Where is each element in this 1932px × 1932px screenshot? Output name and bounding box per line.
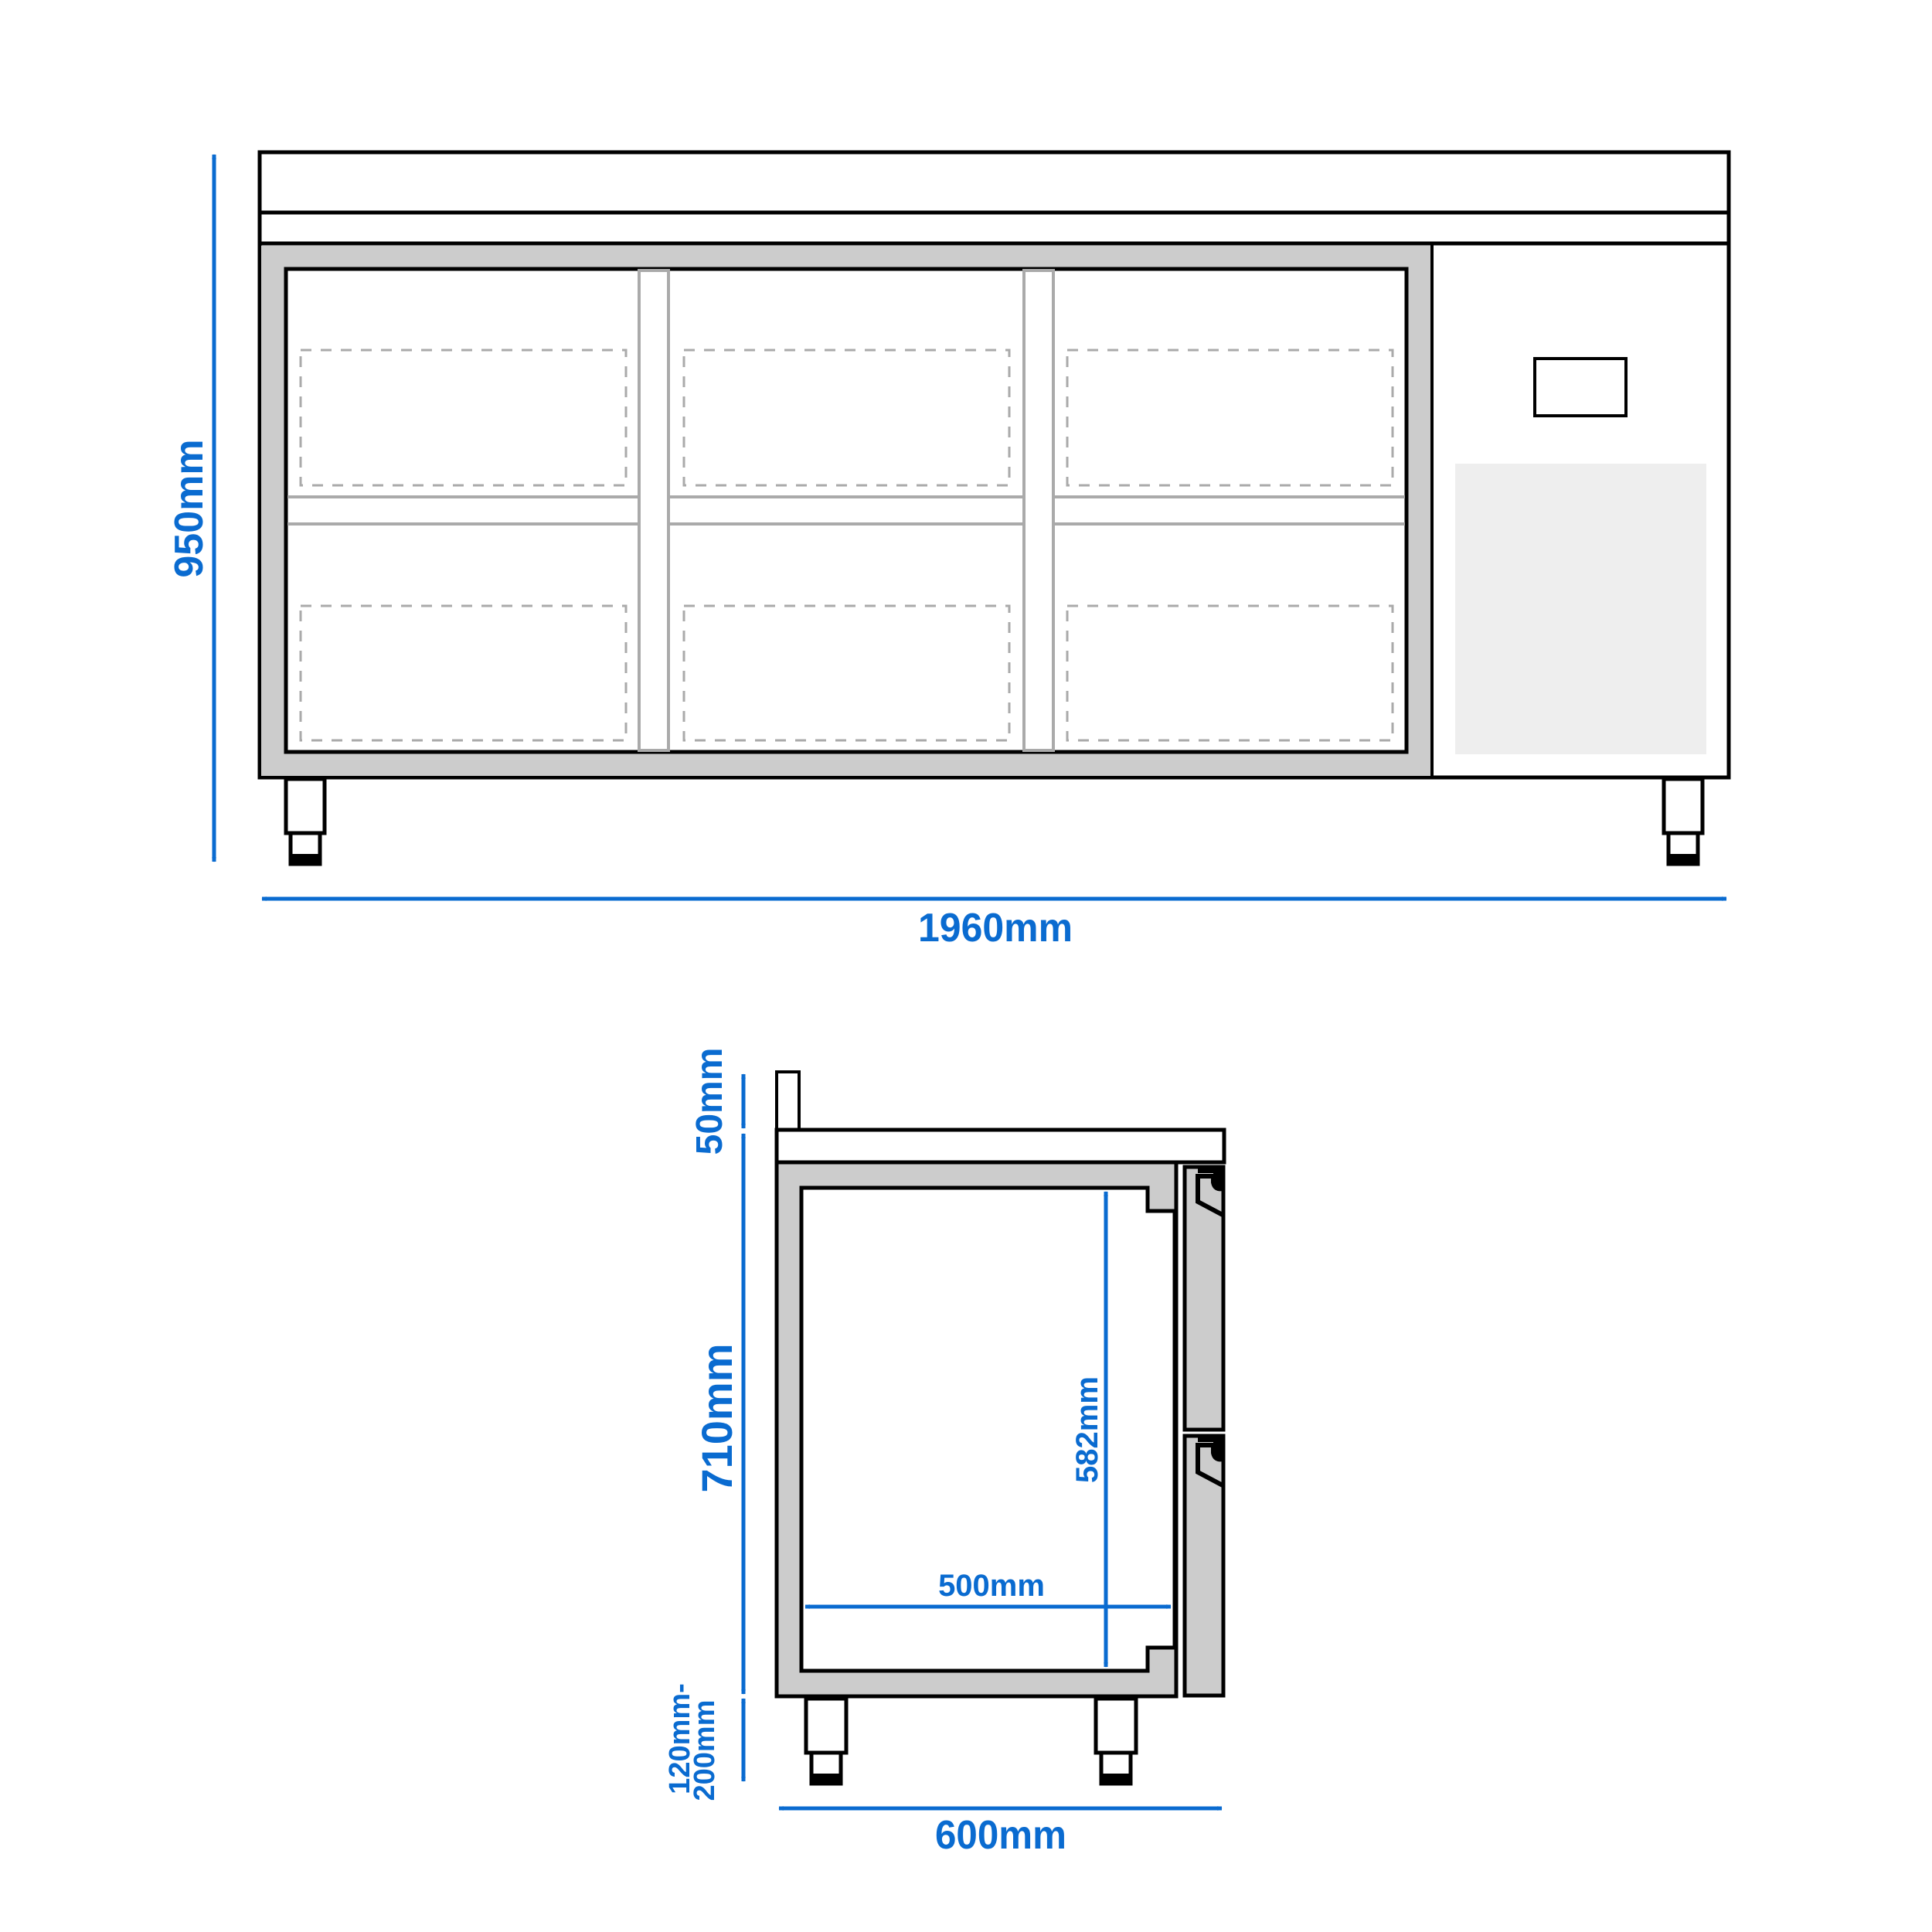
body-height-label: 710mm (692, 1343, 741, 1492)
leg-height-label-line1: 120mm- (664, 1683, 696, 1794)
container-top-2 (682, 349, 1011, 487)
front-worktop (257, 150, 1731, 215)
backsplash-label: 50mm (689, 1048, 730, 1155)
container-bottom-3 (1066, 604, 1394, 742)
front-leg-right (1662, 777, 1705, 866)
drawer-lower (1182, 1434, 1226, 1698)
side-leg-back (1094, 1696, 1138, 1786)
side-worktop (774, 1128, 1226, 1165)
depth-label: 600mm (935, 1813, 1066, 1858)
drawer-upper (1182, 1165, 1226, 1432)
front-view: 950mm 1960mm (167, 150, 1731, 951)
ventilation-grille (1455, 464, 1706, 754)
shelf-bands (287, 495, 1405, 526)
container-top-1 (299, 349, 628, 487)
side-backsplash (775, 1070, 801, 1131)
side-inner-cavity (799, 1185, 1177, 1673)
front-height-label: 950mm (167, 439, 212, 577)
front-band (257, 210, 1731, 246)
container-top-3 (1066, 349, 1394, 487)
dashed-containers (299, 349, 1394, 742)
container-bottom-1 (299, 604, 628, 742)
side-leg-front (804, 1696, 849, 1786)
door-divider-1 (638, 269, 670, 752)
inner-depth-label: 500mm (938, 1569, 1045, 1603)
side-view: 50mm 710mm 120mm- 200mm 582mm 500mm 600m… (664, 1048, 1226, 1858)
door-divider-2 (1022, 269, 1055, 752)
container-bottom-2 (682, 604, 1011, 742)
front-width-label: 1960mm (918, 906, 1073, 951)
leg-height-label-line2: 200mm (689, 1700, 721, 1801)
glass-door-window (284, 267, 1409, 754)
control-display (1533, 357, 1628, 417)
front-leg-left (284, 777, 327, 866)
inner-height-label: 582mm (1070, 1376, 1104, 1483)
